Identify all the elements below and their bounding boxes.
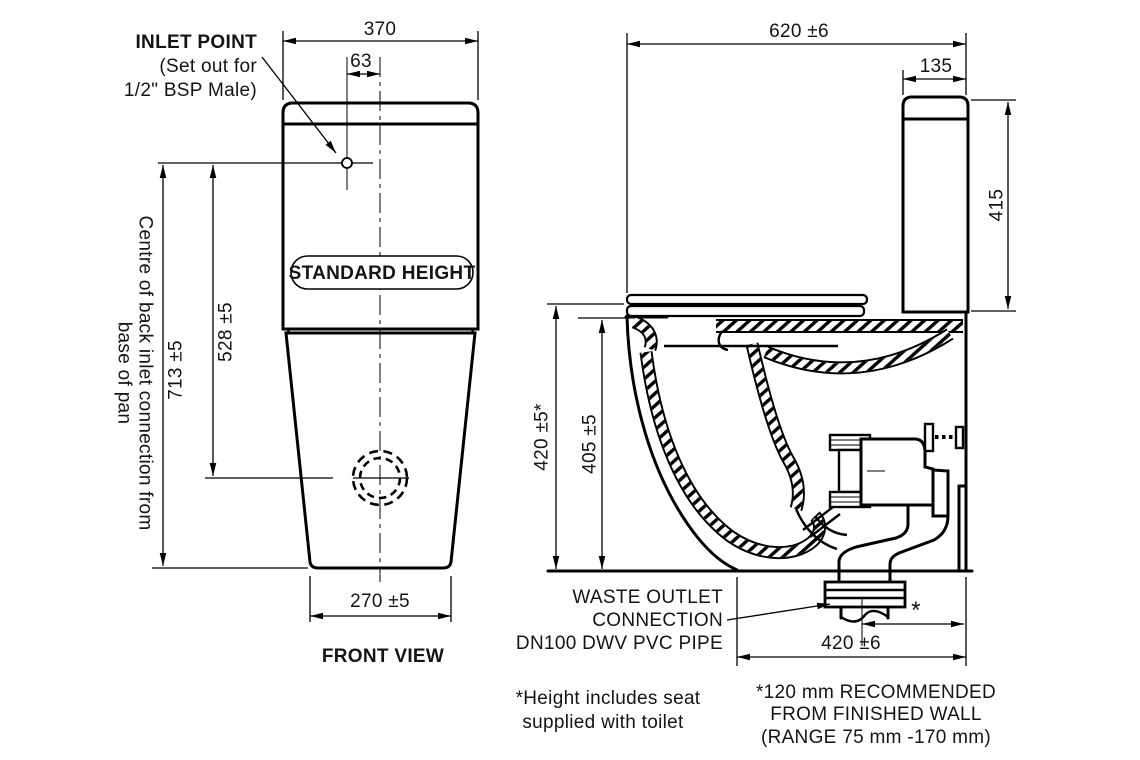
front-rim-band <box>634 322 651 349</box>
dim-base-width-label: 270 ±5 <box>350 591 410 612</box>
seat-footnote: *Height includes seat supplied with toil… <box>516 688 701 733</box>
dim-cistern-depth: 135 <box>902 56 966 95</box>
dim-connection-height: 528 ±5 <box>209 165 237 476</box>
bowl-dish-band <box>766 334 950 368</box>
waste-outlet-callout: WASTE OUTLET CONNECTION DN100 DWV PVC PI… <box>516 587 831 654</box>
rotated-note-line1: Centre of back inlet connection from <box>134 216 155 531</box>
dim-pan-height-label: 405 ±5 <box>580 414 601 474</box>
fixing-bolt-head <box>923 422 935 453</box>
bowl-back-band <box>752 344 798 509</box>
side-view-drawing: 620 ±6 135 415 420 ±5* 405 ±5 <box>516 21 1016 748</box>
dim-cistern-height: 415 <box>971 99 1016 312</box>
dim-tank-width-label: 370 <box>364 19 397 40</box>
dim-outlet-setout-label: 420 ±6 <box>821 633 881 654</box>
dim-cistern-height-label: 415 <box>987 189 1008 222</box>
dim-wall-clearance: * <box>862 597 964 628</box>
seat-slab <box>625 304 866 318</box>
wall-footnote: *120 mm RECOMMENDED FROM FINISHED WALL (… <box>756 682 996 748</box>
dim-inlet-height-label: 713 ±5 <box>166 340 187 400</box>
dim-seat-height: 420 ±5* <box>532 303 624 569</box>
dim-tank-width: 370 <box>282 19 479 100</box>
outlet-duct-left <box>837 503 910 573</box>
seat-footnote-line1: *Height includes seat <box>516 688 701 709</box>
wall-footnote-line2: FROM FINISHED WALL <box>770 704 982 725</box>
rotated-note-line2: base of pan <box>113 322 134 425</box>
inlet-duct-line-2 <box>809 513 841 538</box>
front-view-title: FRONT VIEW <box>322 646 444 667</box>
seat-lid-slab <box>625 293 869 306</box>
inlet-point-callout: INLET POINT (Set out for 1/2" BSP Male) <box>124 32 337 154</box>
dim-seat-height-label: 420 ±5* <box>532 403 553 471</box>
dim-connection-height-label: 528 ±5 <box>216 302 237 362</box>
wall-footnote-line1: *120 mm RECOMMENDED <box>756 682 996 703</box>
cistern-outline <box>901 95 970 314</box>
back-inlet-assembly <box>828 422 965 573</box>
waste-note-line1: WASTE OUTLET <box>572 587 723 608</box>
bowl-front-band <box>646 352 820 553</box>
inlet-label-line1: INLET POINT <box>135 32 257 53</box>
fixing-bolt-nut <box>954 425 965 450</box>
valve-bracket <box>931 468 950 518</box>
dim-inlet-offset: 63 <box>347 51 380 78</box>
standard-height-badge <box>290 255 474 290</box>
inlet-label-line3: 1/2" BSP Male) <box>124 80 257 101</box>
dim-outlet-setout: 420 ±6 <box>736 577 967 666</box>
inlet-point-circle <box>341 157 353 169</box>
valve-body <box>859 437 935 507</box>
dim-overall-depth: 620 ±6 <box>626 21 967 293</box>
dim-inlet-height: 713 ±5 <box>152 165 308 569</box>
dim-pan-height: 405 ±5 <box>578 317 630 569</box>
dim-cistern-depth-label: 135 <box>920 56 953 77</box>
dim-inlet-offset-label: 63 <box>350 51 372 72</box>
inlet-label-line2: (Set out for <box>159 56 257 77</box>
waste-note-line3: DN100 DWV PVC PIPE <box>516 633 723 654</box>
inlet-duct-line-1 <box>802 506 834 531</box>
pan-front-profile <box>625 314 739 572</box>
outlet-duct-right <box>888 514 950 573</box>
seat-footnote-line2: supplied with toilet <box>522 712 684 733</box>
dim-overall-depth-label: 620 ±6 <box>769 21 829 42</box>
dim-wall-clearance-label: * <box>911 597 921 624</box>
wall-footnote-line3: (RANGE 75 mm -170 mm) <box>761 727 991 748</box>
rim-curl <box>717 330 729 352</box>
waste-outlet-pipe <box>823 569 907 646</box>
standard-height-label: STANDARD HEIGHT <box>289 263 476 284</box>
waste-note-line2: CONNECTION <box>592 610 723 631</box>
front-view-drawing: STANDARD HEIGHT 370 63 713 ±5 528 ±5 <box>113 19 480 667</box>
dim-base-width: 270 ±5 <box>309 576 452 622</box>
